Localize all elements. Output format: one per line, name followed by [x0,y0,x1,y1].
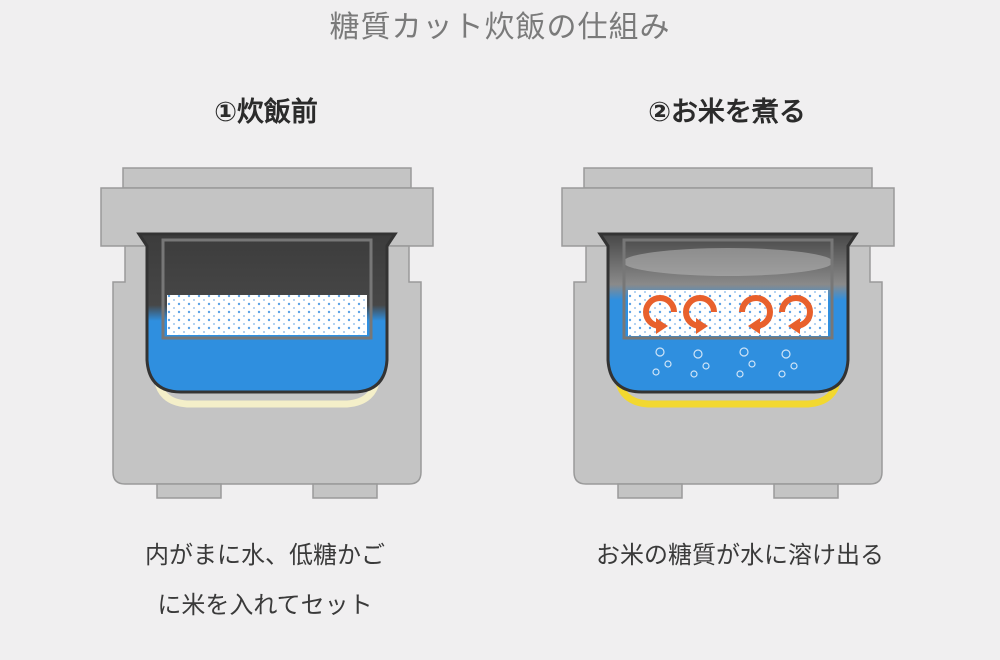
step1-caption-line1: 内がまに水、低糖かご [145,541,385,569]
step2-caption: お米の糖質が水に溶け出る [530,530,950,580]
arrowhead-icon [656,318,800,334]
lid [561,167,895,247]
step1-title: ①炊飯前 [214,97,318,128]
swirl-arrow-icon [643,295,813,329]
low-sugar-basket [161,238,373,340]
step1-caption: 内がまに水、低糖かご に米を入れてセット [55,530,475,630]
step2-caption-line1: お米の糖質が水に溶け出る [596,541,884,569]
bubbles [652,347,798,378]
steam [623,248,833,276]
step2-title: ②お米を煮る [648,97,806,128]
rice [167,295,367,335]
low-sugar-basket [622,238,834,340]
heater-glow [153,372,381,408]
heater-glow [614,372,842,408]
rice-cooker-before-illustration [100,167,434,499]
diagram-title: 糖質カット炊飯の仕組み [329,10,671,45]
rice-cooker-boiling-illustration [561,167,895,499]
step1-caption-line2: に米を入れてセット [157,591,373,619]
lid [100,167,434,247]
